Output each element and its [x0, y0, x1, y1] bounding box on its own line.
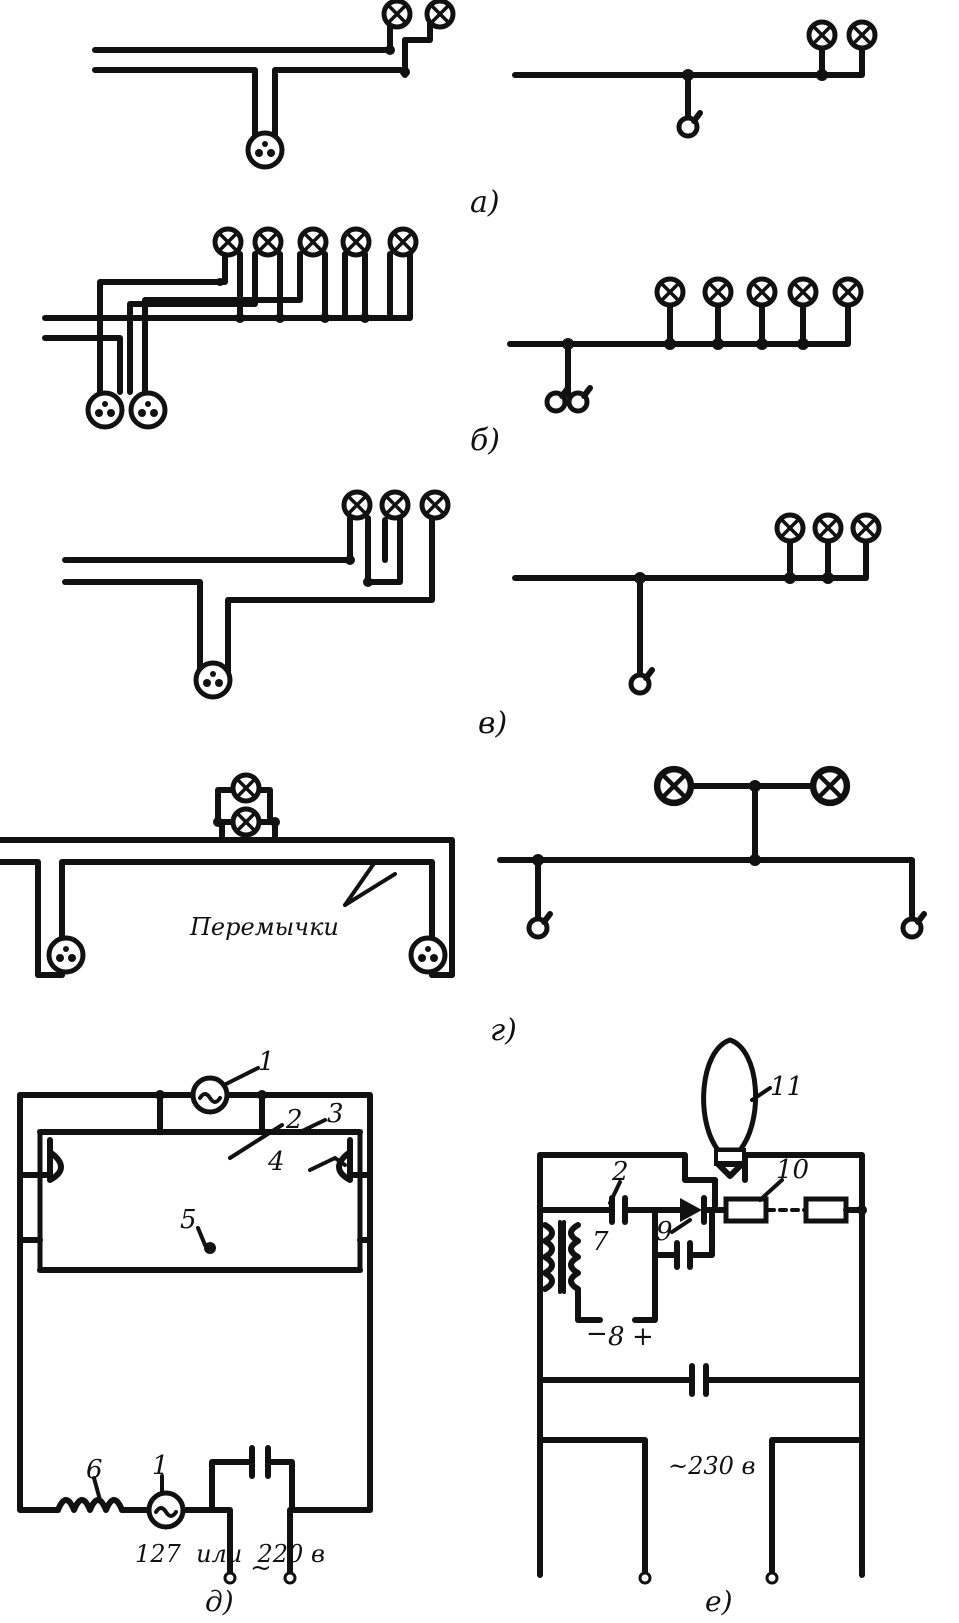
- label-7: 7: [592, 1227, 609, 1257]
- switch-symbol-icon: [631, 670, 652, 693]
- panel-e-circuit: [537, 1037, 867, 1585]
- panel-v-schematic: [512, 515, 879, 693]
- switch-box-icon: [196, 663, 230, 697]
- lamp-icon: [344, 492, 370, 518]
- label-2: 2: [285, 1105, 303, 1135]
- panel-g-schematic: [497, 769, 924, 937]
- resistor: [803, 1196, 849, 1224]
- lamp-icon: [790, 279, 816, 305]
- mercury-lamp-icon: [701, 1037, 759, 1153]
- label-9: 9: [656, 1217, 673, 1247]
- panel-label-v: в): [478, 706, 507, 741]
- lamp-icon: [749, 279, 775, 305]
- jumper-label: Перемычки: [189, 913, 339, 941]
- label-6: 6: [86, 1455, 103, 1485]
- label-8: 8: [608, 1322, 625, 1352]
- switch-symbol-icon: [529, 914, 550, 937]
- minus-sign: −: [586, 1319, 608, 1349]
- label-11: 11: [770, 1072, 803, 1102]
- lamp-icon: [382, 492, 408, 518]
- lamp-icon: [300, 229, 326, 255]
- panel-label-b: б): [470, 423, 500, 458]
- label-2e: 2: [611, 1157, 629, 1187]
- ac-symbol: ~: [250, 1553, 272, 1583]
- panel-d-circuit: [17, 1066, 373, 1585]
- lamp-icon: [422, 492, 448, 518]
- panel-a-installation: [92, 1, 453, 167]
- lamp-icon: [657, 769, 691, 803]
- panel-b-installation: [42, 229, 416, 427]
- switch-symbol-icon: [679, 113, 700, 136]
- lamp-icon: [809, 22, 835, 48]
- panel-label-e: е): [705, 1585, 733, 1618]
- lamp-icon: [813, 769, 847, 803]
- label-1: 1: [258, 1047, 275, 1077]
- lamp-icon: [427, 1, 453, 27]
- panel-b-schematic: [507, 279, 861, 411]
- lamp-icon: [215, 229, 241, 255]
- label-1b: 1: [152, 1451, 169, 1481]
- panel-v-installation: [62, 492, 448, 697]
- label-4: 4: [267, 1147, 285, 1177]
- panel-label-d-text: д): [205, 1585, 234, 1618]
- panel-a-schematic: [512, 22, 875, 136]
- voltage-label-e: ~230 в: [668, 1452, 756, 1480]
- lamp-icon: [343, 229, 369, 255]
- switch-box-icon: [248, 133, 282, 167]
- lamp-icon: [384, 1, 410, 27]
- lamp-icon: [853, 515, 879, 541]
- switch-box-icon: [88, 393, 122, 427]
- panel-label-a: а): [470, 185, 500, 220]
- lamp-icon: [849, 22, 875, 48]
- lamp-icon: [835, 279, 861, 305]
- switch-box-icon: [49, 938, 83, 972]
- lamp-icon: [777, 515, 803, 541]
- label-10: 10: [776, 1155, 809, 1185]
- switch-box-icon: [131, 393, 165, 427]
- lamp-icon: [233, 809, 259, 835]
- switch-symbol-icon: [903, 914, 924, 937]
- lamp-icon: [657, 279, 683, 305]
- fluorescent-tube: [37, 1129, 363, 1273]
- switch-symbol-icon: [547, 388, 568, 411]
- panel-g-installation: [0, 775, 455, 978]
- switch-symbol-icon: [569, 388, 590, 411]
- lamp-icon: [390, 229, 416, 255]
- panel-label-g: г): [490, 1013, 517, 1048]
- lamp-icon: [233, 775, 259, 801]
- lamp-icon: [815, 515, 841, 541]
- plus-sign: +: [632, 1322, 654, 1352]
- voltage-label-d-text: 127 или 220 в: [135, 1540, 325, 1568]
- resistor: [723, 1196, 769, 1224]
- lamp-icon: [705, 279, 731, 305]
- label-5: 5: [180, 1205, 197, 1235]
- switch-box-icon: [411, 938, 445, 972]
- lamp-icon: [255, 229, 281, 255]
- label-3: 3: [327, 1099, 344, 1129]
